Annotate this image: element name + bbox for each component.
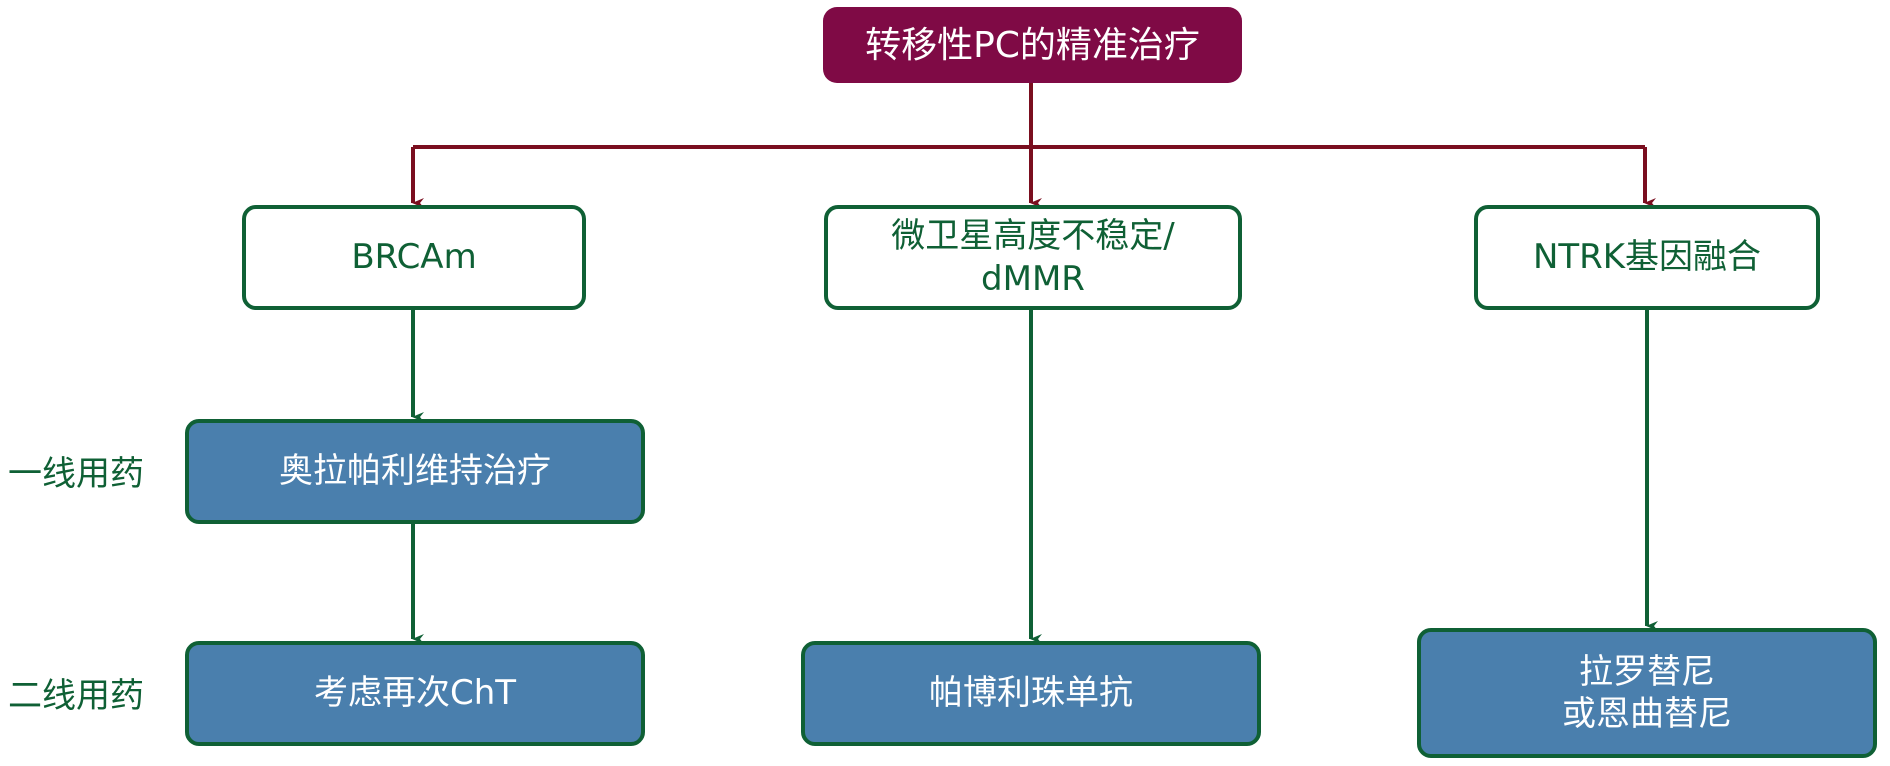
- treatment-larotrectinib: 拉罗替尼 或恩曲替尼: [1417, 628, 1877, 758]
- treatment-label: 帕博利珠单抗: [929, 673, 1133, 714]
- title-text: 转移性PC的精准治疗: [865, 24, 1200, 66]
- treatment-repeat-cht: 考虑再次ChT: [185, 641, 645, 746]
- condition-label: BRCAm: [351, 237, 477, 278]
- treatment-label-line2: 或恩曲替尼: [1562, 694, 1732, 734]
- treatment-label-line1: 拉罗替尼: [1579, 651, 1715, 692]
- condition-label: NTRK基因融合: [1532, 237, 1762, 278]
- condition-label-line1: 微卫星高度不稳定/: [891, 216, 1175, 256]
- condition-ntrk: NTRK基因融合: [1474, 205, 1820, 310]
- row-label-second-line: 二线用药: [8, 676, 144, 716]
- condition-msi-dmmr: 微卫星高度不稳定/ dMMR: [824, 205, 1242, 310]
- treatment-pembrolizumab: 帕博利珠单抗: [801, 641, 1261, 746]
- row-label-first-line: 一线用药: [8, 454, 144, 494]
- treatment-label: 奥拉帕利维持治疗: [279, 451, 551, 492]
- title-node: 转移性PC的精准治疗: [823, 7, 1242, 83]
- condition-brcam: BRCAm: [242, 205, 586, 310]
- treatment-label: 考虑再次ChT: [313, 673, 517, 714]
- condition-label-line2: dMMR: [981, 258, 1085, 299]
- treatment-olaparib: 奥拉帕利维持治疗: [185, 419, 645, 524]
